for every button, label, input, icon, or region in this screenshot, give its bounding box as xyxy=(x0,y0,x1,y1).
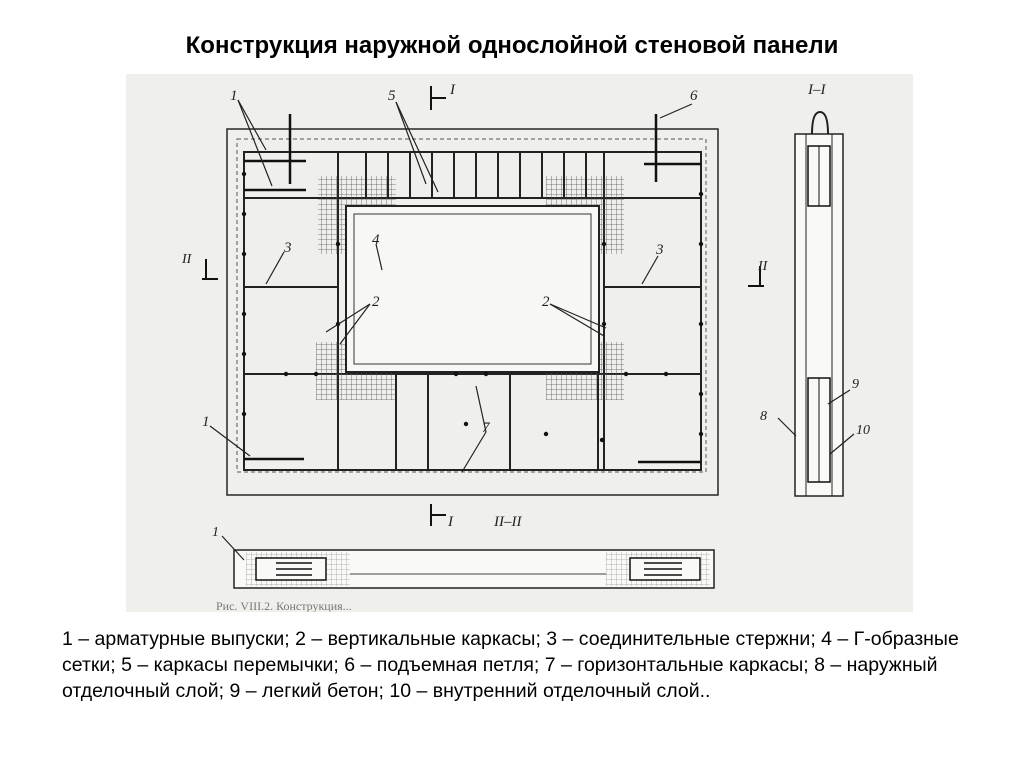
slide-title: Конструкция наружной однослойной стеново… xyxy=(185,32,839,59)
section-mark-ii-left: II xyxy=(181,252,193,267)
callout-6: 6 xyxy=(690,88,698,104)
section-mark-i-top: I xyxy=(449,82,456,98)
perimeter-frame xyxy=(243,151,702,471)
window-opening xyxy=(345,205,600,373)
callout-7: 7 xyxy=(482,420,491,436)
callout-1-bottom: 1 xyxy=(202,414,210,430)
callout-9: 9 xyxy=(852,377,859,392)
callout-2-right: 2 xyxy=(542,294,550,310)
section-label-i-i: I–I xyxy=(807,82,826,98)
callout-10: 10 xyxy=(856,423,870,438)
section-label-ii-ii: II–II xyxy=(493,514,522,530)
section-mark-i-bottom: I xyxy=(447,514,454,530)
panel-inner-outline xyxy=(236,138,707,473)
panel-drawing-figure: I I II II 1 5 6 3 4 2 2 3 1 7 I–I xyxy=(126,74,913,612)
callout-4: 4 xyxy=(372,232,380,248)
figure-bottom-caption: Рис. VIII.2. Конструкция... xyxy=(216,599,352,612)
callout-3-right: 3 xyxy=(655,242,664,258)
callout-3-left: 3 xyxy=(283,240,292,256)
section-mark-ii-right: II xyxy=(757,259,769,274)
callout-5: 5 xyxy=(388,88,396,104)
callout-8: 8 xyxy=(760,409,767,424)
callout-1-section: 1 xyxy=(212,525,219,540)
section-i-i: I–I 9 8 10 xyxy=(760,82,870,497)
legend-caption: 1 – арматурные выпуски; 2 – вертикальные… xyxy=(62,628,959,702)
section-ii-ii: II–II 1 Рис. VIII.2. Конструкция... xyxy=(212,514,715,612)
panel-outline xyxy=(226,128,719,496)
panel-elevation: I I II II 1 5 6 3 4 2 2 3 1 7 xyxy=(181,82,769,530)
callout-1-top: 1 xyxy=(230,88,238,104)
callout-2-left: 2 xyxy=(372,294,380,310)
